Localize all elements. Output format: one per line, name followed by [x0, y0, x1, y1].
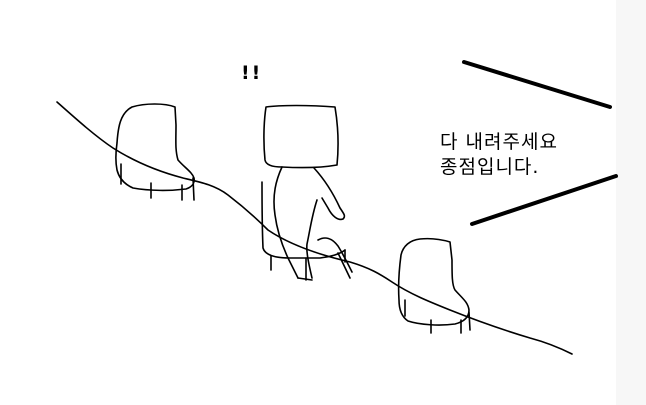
speech-line-bottom [470, 174, 618, 226]
dialogue-line-1: 다 내려주세요 [440, 131, 558, 153]
canvas-edge-strip [616, 0, 646, 405]
rider-figure [263, 104, 353, 281]
chairlift-seat-left [115, 103, 195, 201]
dialogue-line-2: 종점입니다. [440, 156, 540, 178]
chairlift-seat-right [397, 237, 471, 334]
cable-line [56, 101, 573, 355]
speech-line-top [462, 60, 612, 109]
exclamation-text: !! [241, 62, 263, 84]
chairlift-seat-middle [261, 181, 351, 281]
